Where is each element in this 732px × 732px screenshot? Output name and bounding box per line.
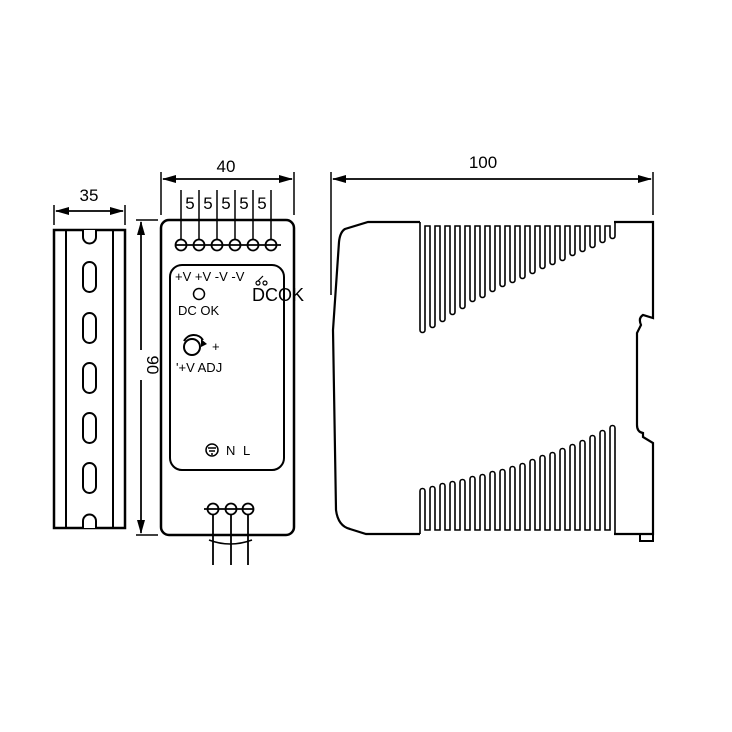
top-cooling-fins <box>419 222 616 334</box>
din-rail-view: 35 <box>52 186 127 530</box>
front-height-dim: 90 <box>143 356 162 375</box>
pitch-label: 5 <box>185 194 194 213</box>
rail-width-dim: 35 <box>80 186 99 205</box>
pitch-label: 5 <box>221 194 230 213</box>
pitch-label: 5 <box>239 194 248 213</box>
front-view: 40 5 5 5 5 5 <box>159 157 304 565</box>
bottom-cooling-fins <box>419 424 616 534</box>
output-terminals <box>174 238 281 252</box>
adjust-plus: + <box>212 339 220 354</box>
height-dimension: 90 <box>132 219 162 536</box>
pitch-label: 5 <box>203 194 212 213</box>
dcok-label: DCOK <box>252 285 304 305</box>
housing-front <box>159 218 296 537</box>
side-view: 100 <box>330 153 655 542</box>
dc-ok-label: DC OK <box>178 303 220 318</box>
dc-ok-led-icon <box>192 287 206 301</box>
ground-icon <box>205 443 219 457</box>
front-width-dim: 40 <box>217 157 236 176</box>
output-terminal-labels: +V +V -V -V <box>175 269 245 284</box>
pitch-label: 5 <box>257 194 266 213</box>
input-terminals <box>204 502 255 565</box>
side-depth-dim: 100 <box>469 153 497 172</box>
input-labels: N L <box>226 443 252 458</box>
adjust-potentiometer-icon <box>183 334 207 356</box>
adjust-label: '+V ADJ <box>176 360 222 375</box>
